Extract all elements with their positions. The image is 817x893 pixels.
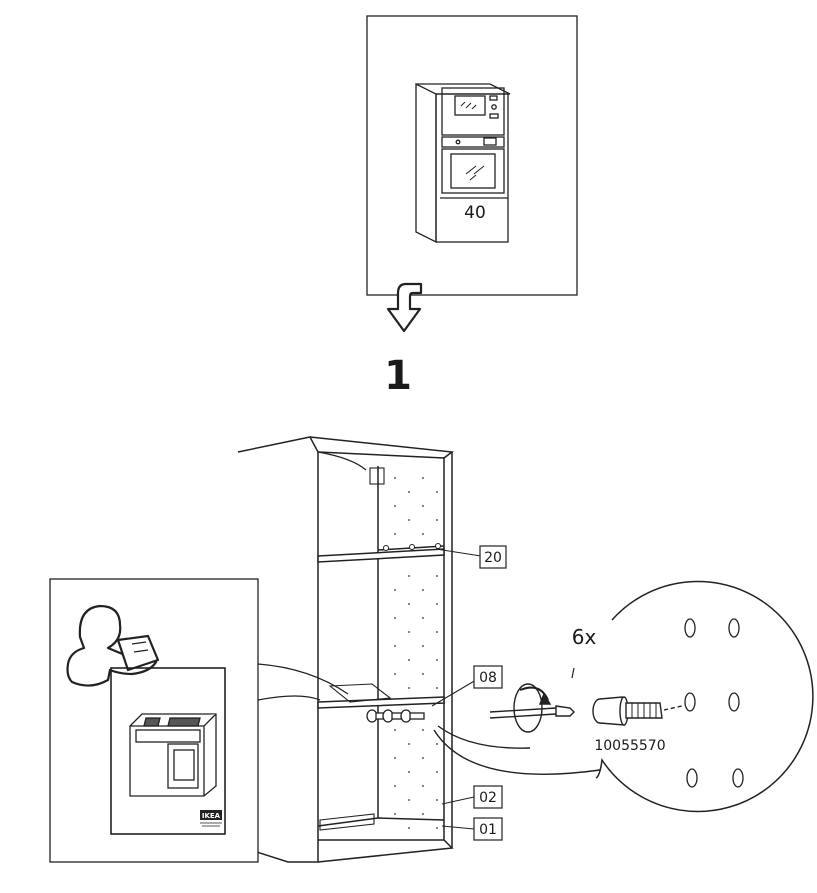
label-01: 01 — [479, 822, 497, 838]
shelf-hole — [422, 757, 424, 759]
shelf-hole — [436, 771, 438, 773]
shelf-hole — [436, 491, 438, 493]
ikea-logo: IKEA — [200, 810, 222, 827]
shelf-hole — [436, 743, 438, 745]
shelf-hole — [394, 757, 396, 759]
oven-manual-panel: IKEA — [49, 578, 259, 863]
shelf-hole — [394, 729, 396, 731]
cabinet-screws — [366, 709, 425, 723]
shelf-hole — [408, 631, 410, 633]
shelf-hole — [422, 813, 424, 815]
shelf-hole — [408, 603, 410, 605]
shelf-hole — [408, 659, 410, 661]
shelf-hole — [422, 477, 424, 479]
shelf-pins — [383, 543, 441, 551]
screw-part-number: 10055570 — [594, 738, 665, 754]
shelf-hole — [408, 743, 410, 745]
shelf-hole — [422, 617, 424, 619]
shelf-hole — [436, 687, 438, 689]
shelf-hole — [436, 827, 438, 829]
shelf-hole — [408, 519, 410, 521]
shelf-hole — [422, 589, 424, 591]
shelf-hole — [394, 505, 396, 507]
shelf-hole — [422, 645, 424, 647]
shelf-hole — [422, 505, 424, 507]
shelf-hole — [394, 673, 396, 675]
down-arrow-icon — [386, 282, 423, 333]
shelf-hole — [394, 617, 396, 619]
label-20: 20 — [484, 550, 502, 566]
shelf-hole — [436, 799, 438, 801]
oven-product-illustration — [129, 713, 217, 797]
shelf-hole — [408, 575, 410, 577]
label-02-box: 02 — [473, 785, 503, 809]
quantity-label: 6x — [572, 625, 597, 649]
shelf-hole — [422, 533, 424, 535]
shelf-hole — [436, 575, 438, 577]
label-20-box: 20 — [479, 545, 507, 569]
shelf-hole — [422, 785, 424, 787]
top-panel-frame — [366, 15, 578, 296]
shelf-hole — [436, 603, 438, 605]
zoom-detail: 6x 10055570 — [433, 580, 814, 813]
shelf-hole — [394, 533, 396, 535]
zoom-circle — [595, 580, 814, 813]
screwdriver-icon — [489, 683, 575, 733]
shelf-hole — [408, 491, 410, 493]
ikea-logo-text: IKEA — [202, 812, 221, 820]
label-01-box: 01 — [473, 817, 503, 841]
shelf-hole — [436, 659, 438, 661]
shelf-hole — [408, 687, 410, 689]
shelf-hole — [422, 673, 424, 675]
detail-holes — [684, 618, 744, 788]
zoom-connector-lines — [433, 725, 601, 775]
shelf-hole — [394, 813, 396, 815]
shelf-hole — [408, 771, 410, 773]
shelf-hole — [394, 477, 396, 479]
cam-screw-icon — [592, 696, 683, 726]
oven-manual-inner-frame — [110, 667, 226, 835]
step-number: 1 — [384, 353, 412, 399]
part-callouts — [431, 548, 482, 830]
shelf-hole — [408, 799, 410, 801]
top-reference-panel: 40 — [366, 15, 578, 296]
shelf-hole — [394, 785, 396, 787]
shelf-hole — [408, 827, 410, 829]
oven-cabinet-illustration — [415, 82, 511, 244]
label-08: 08 — [479, 670, 497, 686]
quantity-tick — [571, 667, 575, 679]
label-02: 02 — [479, 790, 497, 806]
shelf-hole — [394, 589, 396, 591]
shelf-hole — [422, 729, 424, 731]
shelf-hole-pattern — [394, 477, 438, 829]
person-reading-manual-icon — [66, 604, 160, 687]
manual-leader-lines — [257, 663, 349, 701]
cabinet-height-label: 40 — [464, 203, 486, 223]
shelf-hole — [436, 519, 438, 521]
shelf-hole — [436, 631, 438, 633]
main-cabinet-illustration — [237, 436, 454, 863]
label-08-box: 08 — [473, 665, 503, 689]
shelf-hole — [394, 645, 396, 647]
